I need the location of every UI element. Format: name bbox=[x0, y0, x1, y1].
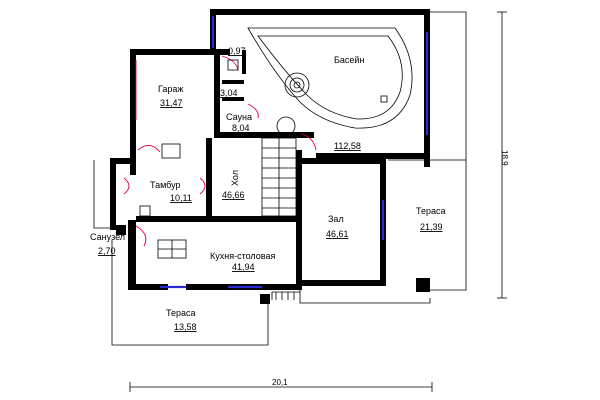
room-hall-name: Хол bbox=[230, 170, 240, 186]
dimension-width-label: 20,1 bbox=[272, 378, 288, 387]
room-hall-area: 46,66 bbox=[222, 190, 245, 200]
room-garage-name: Гараж bbox=[158, 84, 183, 94]
room-vestibule-area: 10,11 bbox=[170, 193, 192, 203]
room-sauna-name: Сауна bbox=[226, 112, 252, 122]
room-terrace-bottom-name: Тераса bbox=[166, 308, 196, 318]
room-living-area: 46,61 bbox=[326, 229, 349, 239]
room-living-name: Зал bbox=[328, 214, 344, 224]
staircase bbox=[261, 137, 300, 300]
room-garage-area: 31,47 bbox=[160, 98, 183, 108]
room-small-wc-area: 0,97 bbox=[228, 46, 246, 56]
room-labels: Басейн 0,97 Гараж 31,47 3,04 Сауна 8,04 … bbox=[90, 46, 446, 332]
room-bathroom-name: Санузел bbox=[90, 232, 125, 242]
room-kitchen-name: Кухня-столовая bbox=[210, 251, 275, 261]
room-shower-area: 3,04 bbox=[220, 88, 238, 98]
room-terrace-right-name: Тераса bbox=[416, 206, 446, 216]
room-terrace-bottom-area: 13,58 bbox=[174, 322, 197, 332]
room-pool-total-area: 112,58 bbox=[334, 141, 361, 151]
dimension-height-label: 18,9 bbox=[500, 150, 509, 166]
windows bbox=[160, 16, 429, 289]
room-bathroom-area: 2,70 bbox=[98, 246, 116, 256]
room-terrace-right-area: 21,39 bbox=[420, 222, 443, 232]
fixtures bbox=[139, 59, 296, 259]
room-vestibule-name: Тамбур bbox=[150, 180, 181, 190]
room-pool-name: Басейн bbox=[334, 55, 364, 65]
room-kitchen-area: 41,94 bbox=[232, 262, 255, 272]
room-sauna-area: 8,04 bbox=[232, 123, 250, 133]
dimension-width: 20,1 bbox=[129, 378, 433, 392]
doors bbox=[123, 55, 317, 247]
dimension-height: 18,9 bbox=[497, 11, 509, 299]
pool-basin bbox=[247, 27, 413, 129]
